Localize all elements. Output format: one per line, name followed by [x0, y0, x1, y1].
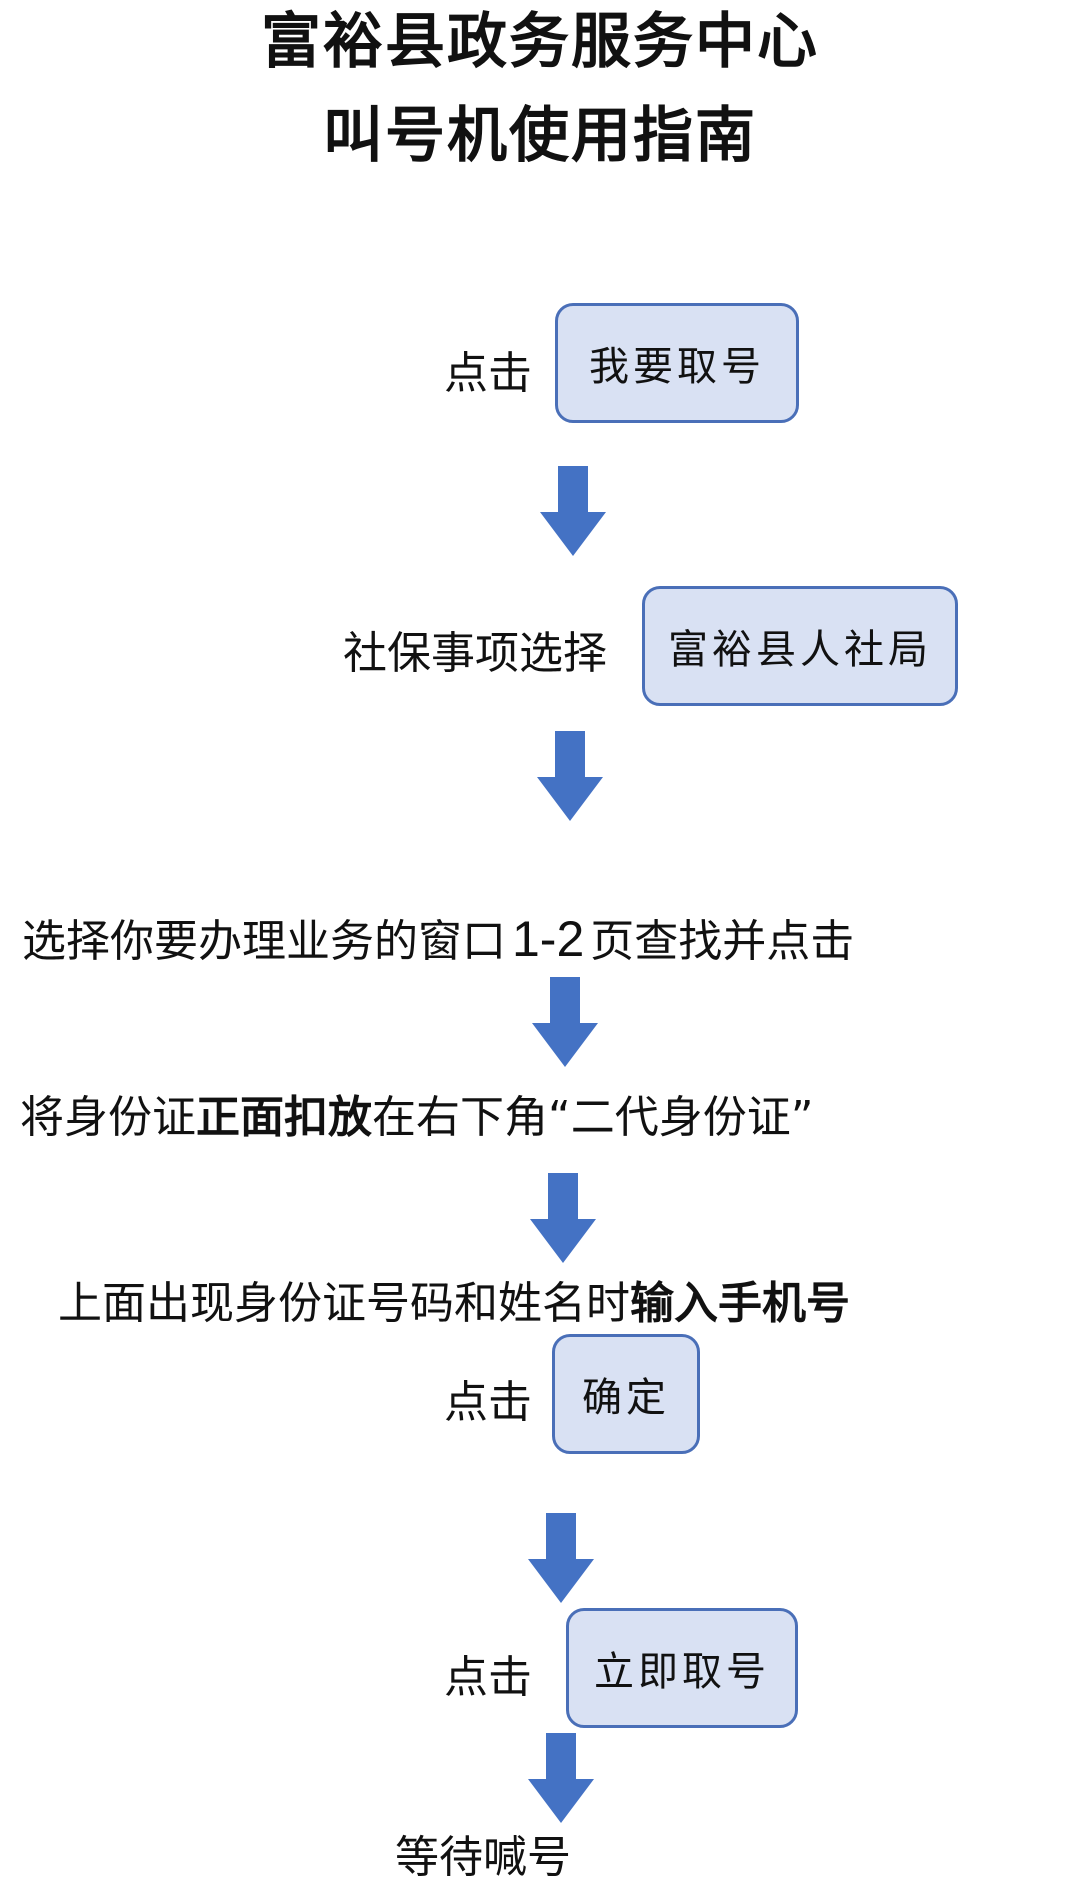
step5-text-a: 上面出现身份证号码和姓名时	[58, 1278, 630, 1329]
step3-page-range: 1-2	[512, 911, 585, 967]
step4-text-b: 在右下角“二代身份证”	[372, 1092, 814, 1143]
arrow-down-icon	[532, 977, 598, 1067]
confirm-button[interactable]: 确定	[552, 1334, 700, 1454]
arrow-down-icon	[528, 1733, 594, 1823]
step4-text-a: 将身份证	[20, 1092, 196, 1143]
step5-instruction: 上面出现身份证号码和姓名时输入手机号	[58, 1282, 850, 1326]
step3-text-b: 页查找并点击	[590, 916, 855, 967]
step2-prefix: 社保事项选择	[343, 628, 607, 679]
arrow-down-icon	[537, 731, 603, 821]
step6-prefix: 点击	[444, 1377, 532, 1428]
arrow-down-icon	[540, 466, 606, 556]
step4-instruction: 将身份证正面扣放在右下角“二代身份证”	[20, 1096, 814, 1140]
step3-text-a: 选择你要办理业务的窗口	[22, 916, 506, 967]
title-line-2: 叫号机使用指南	[323, 101, 757, 171]
step1-prefix: 点击	[444, 348, 532, 399]
arrow-down-icon	[530, 1173, 596, 1263]
step5-bold-text: 输入手机号	[630, 1278, 850, 1329]
step4-bold-text: 正面扣放	[196, 1092, 372, 1143]
step7-prefix: 点击	[444, 1652, 532, 1703]
fuyu-hrss-bureau-button[interactable]: 富裕县人社局	[642, 586, 958, 706]
take-number-button[interactable]: 我要取号	[555, 303, 799, 423]
take-number-now-button[interactable]: 立即取号	[566, 1608, 798, 1728]
title-line-1: 富裕县政务服务中心	[261, 7, 819, 77]
arrow-down-icon	[528, 1513, 594, 1603]
step8-wait-text: 等待喊号	[395, 1832, 571, 1883]
